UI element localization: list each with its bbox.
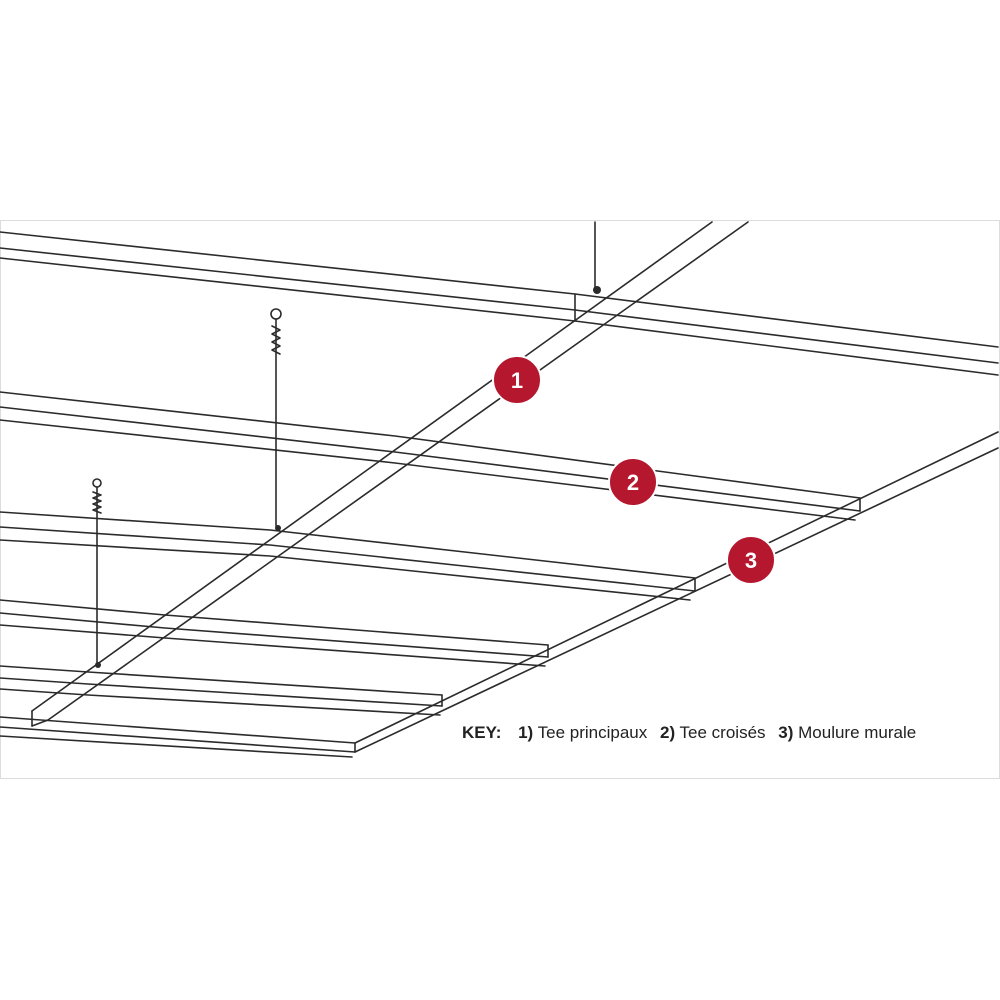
hanger-left [92,478,102,665]
key-item-cross-tee: 2) Tee croisés [660,723,770,742]
cross-tee-front [0,716,356,758]
badge-2: 2 [608,457,658,507]
cross-tee-5 [0,665,443,716]
badge-1: 1 [492,355,542,405]
key-heading: KEY: [462,723,502,742]
fixing-points [95,286,601,668]
cross-tee-back [0,231,999,376]
key-item-label: Moulure murale [798,723,917,742]
key-item-wall-molding: 3) Moulure murale [778,723,916,742]
cross-tee-2 [0,391,861,521]
badge-1-label: 1 [511,368,523,393]
key-item-label: Tee croisés [679,723,766,742]
key-item-number: 1) [518,723,534,742]
cross-tee-3 [0,511,696,601]
wall-molding [354,431,999,753]
key-item-number: 3) [778,723,794,742]
main-tee [31,221,749,727]
key-item-main-tee: 1) Tee principaux [518,723,652,742]
legend-key: KEY: 1) Tee principaux 2) Tee croisés 3)… [462,723,916,743]
badge-3: 3 [726,535,776,585]
badge-3-label: 3 [745,548,757,573]
hanger-middle [270,308,282,527]
key-item-number: 2) [660,723,676,742]
key-item-label: Tee principaux [537,723,648,742]
badge-2-label: 2 [627,470,639,495]
cross-tee-4 [0,599,549,667]
